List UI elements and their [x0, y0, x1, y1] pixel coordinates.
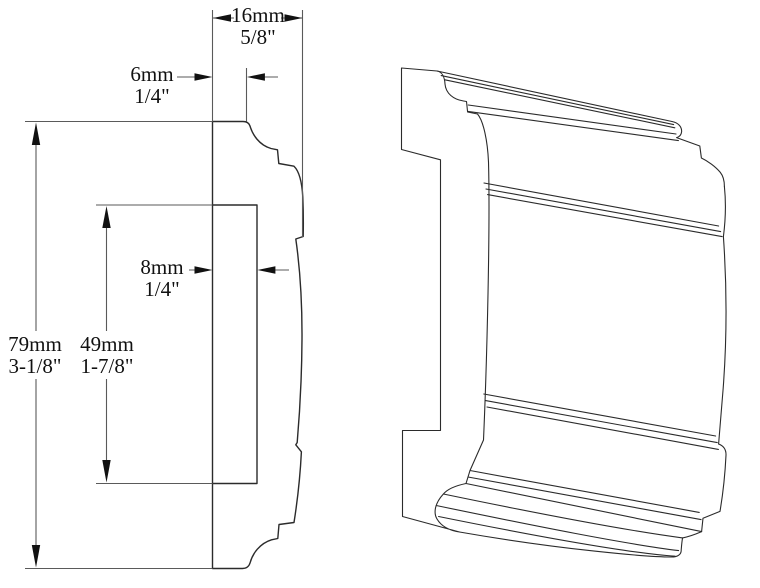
arrow-6mm-right: [246, 73, 265, 81]
profile-outline: [211, 120, 305, 570]
dim-label-recess-height: 49mm 1-7/8": [68, 333, 146, 377]
dim-label-overall-depth: 16mm 5/8": [216, 4, 300, 48]
bottom-shelf-lines: [465, 469, 703, 533]
bottom-ogee-sweeps: [435, 493, 684, 558]
arrow-49mm-up: [102, 206, 111, 228]
perspective-drawing: [400, 67, 727, 558]
arrow-6mm-left: [194, 73, 213, 81]
bottom-far-end: [682, 443, 727, 539]
dim-label-top-face: 6mm 1/4": [112, 63, 192, 107]
dim-top-face-in: 1/4": [134, 84, 170, 108]
arrow-79mm-down: [31, 545, 41, 568]
dim-overall-height-mm: 79mm: [8, 332, 62, 356]
dim-overall-depth-mm: 16mm: [231, 3, 285, 27]
profile-cross-section: [211, 120, 305, 570]
dim-recess-depth-mm: 8mm: [140, 255, 184, 279]
dim-label-overall-height: 79mm 3-1/8": [0, 333, 73, 377]
dim-top-face-mm: 6mm: [130, 62, 174, 86]
arrow-16mm-left: [213, 14, 231, 22]
end-face-outline: [400, 67, 490, 533]
arrow-49mm-down: [102, 460, 111, 483]
dim-recess-height-in: 1-7/8": [80, 354, 134, 378]
arrow-8mm-right: [257, 266, 276, 274]
arrow-79mm-up: [31, 122, 41, 145]
front-face-far-edge: [718, 236, 727, 445]
extension-lines: [25, 10, 304, 570]
dim-label-recess-depth: 8mm 1/4": [122, 256, 202, 300]
arrow-16mm-right: [284, 14, 303, 22]
top-shelf-lines: [467, 104, 679, 142]
dimension-arrowheads: [31, 14, 303, 568]
upper-band-edges: [483, 182, 726, 238]
top-far-ogee: [671, 120, 725, 188]
profile-back-recess: [211, 204, 258, 485]
dim-recess-depth-in: 1/4": [144, 277, 180, 301]
arrow-8mm-left: [194, 266, 213, 274]
dim-recess-height-mm: 49mm: [80, 332, 134, 356]
top-edge-lines: [436, 70, 676, 129]
dim-overall-height-in: 3-1/8": [8, 354, 62, 378]
lower-band-edges: [483, 393, 719, 450]
dim-overall-depth-in: 5/8": [240, 25, 276, 49]
